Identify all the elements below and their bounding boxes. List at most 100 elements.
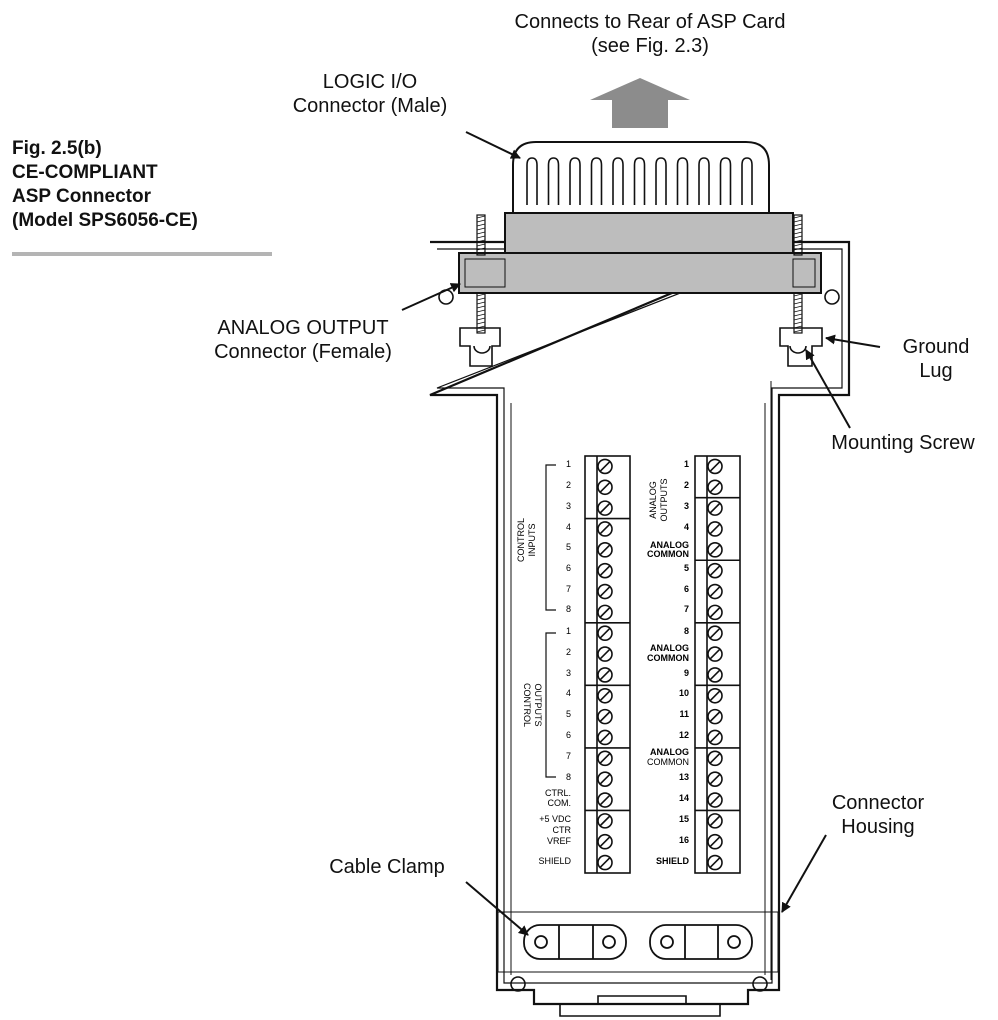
terminal-screw [597, 500, 613, 516]
left-pin-label: COM. [548, 798, 572, 808]
right-pin-label: 7 [684, 604, 689, 614]
callout-mounting-screw: Mounting Screw [831, 432, 975, 454]
terminal-screw [707, 687, 723, 704]
analog-common-3a: ANALOG [650, 747, 689, 757]
terminal-screw [597, 625, 613, 642]
logic-io-pin [569, 157, 581, 205]
leader-mounting-screw [805, 349, 851, 429]
callout-cable-clamp: Cable Clamp [329, 856, 445, 878]
callout-ground-lug: Ground Lug [902, 336, 970, 382]
terminal-screw [597, 458, 613, 475]
terminal-strip [694, 455, 741, 874]
left-pin-label: 3 [566, 501, 571, 511]
terminal-screw [597, 667, 613, 683]
terminal-screw [597, 771, 613, 787]
mounting-screw-left [476, 214, 486, 334]
left-pin-label: 2 [566, 480, 571, 490]
logic-io-pin [655, 157, 667, 205]
leader-connector-housing [781, 834, 827, 913]
logic-io-pin [741, 157, 753, 205]
figure-caption: Fig. 2.5(b) CE-COMPLIANT ASP Connector (… [12, 137, 274, 256]
cable-clamp [497, 911, 779, 973]
group-label-control-outputs-1: CONTROL [522, 683, 532, 727]
analog-common-1b: COMMON [647, 549, 689, 559]
leader-cable-clamp [465, 881, 529, 936]
terminal-screw [707, 771, 723, 787]
left-pin-label: 7 [566, 751, 571, 761]
right-pin-label: 2 [684, 480, 689, 490]
leader-logic-io [465, 131, 521, 159]
terminal-screw [707, 521, 723, 537]
terminal-screw [707, 792, 723, 808]
terminal-screw [707, 854, 723, 871]
right-pin-label: 16 [679, 835, 689, 845]
terminal-screw [707, 729, 723, 746]
left-pin-label: CTRL. [545, 788, 571, 798]
group-label-control-inputs-2: INPUTS [527, 523, 537, 556]
ground-lug-bracket [779, 289, 840, 367]
terminal-screw [707, 604, 723, 621]
right-pin-label: 1 [684, 459, 689, 469]
leader-analog-output [401, 283, 461, 311]
analog-common-2a: ANALOG [650, 643, 689, 653]
mounting-screw-right [793, 214, 803, 334]
terminal-screw [707, 542, 723, 558]
analog-common-3b: COMMON [647, 757, 689, 767]
terminal-screw [707, 813, 723, 829]
terminal-screw [597, 604, 613, 621]
callout-logic-io: LOGIC I/O Connector (Male) [292, 71, 448, 117]
right-pin-label: 3 [684, 501, 689, 511]
callout-rear-card: Connects to Rear of ASP Card (see Fig. 2… [514, 11, 786, 57]
right-pin-label: SHIELD [656, 856, 690, 866]
terminal-screw [707, 750, 723, 767]
group-label-analog-outputs-2: OUTPUTS [659, 478, 669, 521]
caption-underline [12, 252, 272, 256]
terminal-strip [584, 455, 631, 874]
right-pin-label: 12 [679, 730, 689, 740]
caption-line-2: CE-COMPLIANT [12, 162, 158, 183]
control-outputs-bracket [545, 632, 556, 778]
terminal-screw [597, 521, 613, 537]
caption-line-1: Fig. 2.5(b) [12, 138, 102, 159]
terminal-screw [707, 833, 723, 850]
terminal-screw [707, 479, 723, 496]
terminal-screw [707, 583, 723, 600]
terminal-screw [597, 542, 613, 558]
housing-bottom-holes [510, 976, 768, 1017]
terminal-screw [707, 708, 723, 725]
terminal-screw [597, 583, 613, 600]
left-pin-label: VREF [547, 836, 572, 846]
terminal-screw [707, 646, 723, 662]
group-label-control-inputs-1: CONTROL [516, 518, 526, 562]
terminal-screw [597, 708, 613, 725]
right-pin-label: 5 [684, 563, 689, 573]
left-pin-label: 6 [566, 730, 571, 740]
left-pin-label: 8 [566, 604, 571, 614]
terminal-screw [597, 562, 613, 579]
control-inputs-bracket [545, 464, 556, 611]
callout-connector-housing: Connector Housing [831, 792, 925, 838]
logic-io-pins [526, 157, 753, 205]
left-pin-label: 8 [566, 772, 571, 782]
right-pin-label: 15 [679, 814, 689, 824]
logic-io-pin [633, 157, 646, 205]
caption-line-4: (Model SPS6056-CE) [12, 210, 198, 231]
right-pin-label: 10 [679, 688, 689, 698]
right-pin-label: 14 [679, 793, 689, 803]
logic-io-pin [698, 157, 710, 205]
terminal-screw [597, 646, 613, 662]
left-pin-label: SHIELD [538, 856, 571, 866]
terminal-screw [597, 792, 613, 808]
terminal-block-right [694, 455, 741, 874]
left-pin-label: CTR [553, 825, 572, 835]
left-pin-label: 1 [566, 459, 571, 469]
right-pin-label: 9 [684, 668, 689, 678]
left-pin-label: 4 [566, 688, 571, 698]
terminal-screw [597, 854, 613, 871]
connector-housing [429, 240, 851, 1006]
terminal-screw [707, 458, 723, 475]
terminal-screw [597, 813, 613, 829]
